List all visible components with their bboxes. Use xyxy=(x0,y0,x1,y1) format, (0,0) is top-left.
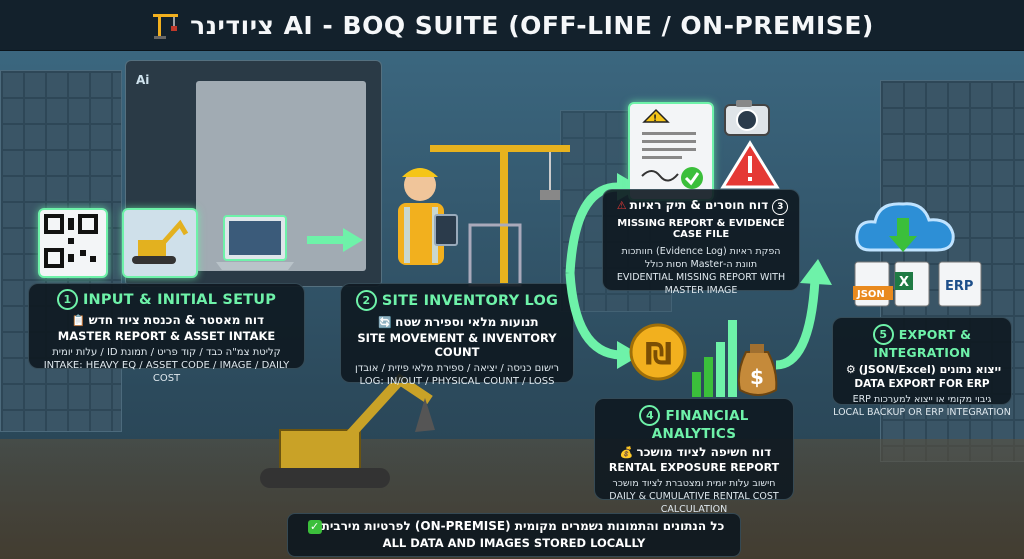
excel-label: X xyxy=(899,275,909,290)
arrow-step1-to-step2 xyxy=(307,228,363,252)
step5-sub-en: LOCAL BACKUP OR ERP INTEGRATION xyxy=(833,407,1011,418)
step3-number: 3 xyxy=(772,199,789,215)
step1-title-text: INPUT & INITIAL SETUP xyxy=(82,292,277,308)
step1-he: דוח מאסטר & הכנסת ציוד חדש📋 xyxy=(29,313,304,327)
warning-small-icon: ⚠ xyxy=(616,199,627,212)
svg-text:₪: ₪ xyxy=(645,337,672,372)
step4-sub-en: DAILY & CUMULATIVE RENTAL COST CALCULATI… xyxy=(609,491,779,515)
step5-he: ייצוא נתונים (JSON/Excel)⚙ xyxy=(833,363,1011,376)
step2-he: תנועות מלאי וספירת שטח🔄 xyxy=(341,315,573,329)
excel-file-icon: X xyxy=(894,261,930,307)
qr-code-icon xyxy=(38,208,108,278)
footer-he: כל הנתונים והתמונות נשמרים מקומית (ON-PR… xyxy=(288,519,740,534)
step1-he-text: דוח מאסטר & הכנסת ציוד חדש xyxy=(88,313,265,327)
footer-he-text: כל הנתונים והתמונות נשמרים מקומית (ON-PR… xyxy=(321,519,725,533)
step3-he-text: דוח חוסרים & תיק ראיות xyxy=(629,198,769,212)
clipboard-icon: 📋 xyxy=(71,314,86,327)
erp-label: ERP xyxy=(945,279,973,294)
money-bag-icon: $ xyxy=(737,344,778,396)
title-bar: ציודינר AI - BOQ SUITE (OFF-LINE / ON-PR… xyxy=(0,0,1024,51)
excavator-photo-icon xyxy=(122,208,198,278)
step2-he-text: תנועות מלאי וספירת שטח xyxy=(395,315,539,329)
export-icons: JSON X ERP xyxy=(853,202,982,307)
coin-icon: ₪ xyxy=(629,323,687,381)
step4-number: 4 xyxy=(639,405,661,426)
step5-number: 5 xyxy=(872,324,894,345)
monitor-label: Ai xyxy=(136,73,150,87)
cloud-download-icon xyxy=(855,202,955,252)
financial-icons: ₪ $ xyxy=(629,320,778,397)
step1-en: MASTER REPORT & ASSET INTAKE xyxy=(57,329,276,343)
step3-sub-en: EVIDENTIAL MISSING REPORT WITH MASTER IM… xyxy=(616,272,786,296)
step5-en: DATA EXPORT FOR ERP xyxy=(854,378,990,390)
step3-sub-he: הפקת ראיות (Evidence Log) חוותכות תוונת … xyxy=(621,246,781,270)
step4-sub-he: חישוב עלות יומית ומצטברת לציוד מושכר xyxy=(612,478,776,489)
step3-en: MISSING REPORT & EVIDENCE CASE FILE xyxy=(617,218,785,240)
step1-sub-he: קליטת צמ"ה כבד / קוד פריט / תמונת ID / ע… xyxy=(52,347,281,358)
svg-text:$: $ xyxy=(750,365,764,389)
step5-he-text: ייצוא נתונים (JSON/Excel) xyxy=(858,363,1002,376)
footer-en: ALL DATA AND IMAGES STORED LOCALLY xyxy=(382,536,646,550)
step5-title-text: EXPORT & INTEGRATION xyxy=(873,327,972,360)
json-file-icon: JSON xyxy=(853,261,893,307)
gear-icon: ⚙ xyxy=(845,363,856,376)
construction-crane-icon xyxy=(153,14,179,39)
erp-file-icon: ERP xyxy=(938,261,982,307)
money-small-icon: 💰 xyxy=(619,446,634,459)
worker-with-tablet-icon xyxy=(398,145,570,287)
step2-title-text: SITE INVENTORY LOG xyxy=(381,293,559,309)
refresh-icon: 🔄 xyxy=(378,316,393,329)
check-icon: ✓ xyxy=(307,520,322,534)
laptop-icon xyxy=(214,212,296,274)
json-label: JSON xyxy=(856,289,885,300)
warning-triangle-icon xyxy=(720,140,780,189)
step3-he: 3דוח חוסרים & תיק ראיות⚠ xyxy=(603,198,799,215)
document-warning-icon: ! xyxy=(628,102,714,201)
camera-icon xyxy=(724,100,770,136)
step4-he-text: דוח חשיפה לציוד מושכר xyxy=(636,445,772,459)
step4-en: RENTAL EXPOSURE REPORT xyxy=(608,461,780,474)
step2-number: 2 xyxy=(355,290,377,311)
page-title: ציודינר AI - BOQ SUITE (OFF-LINE / ON-PR… xyxy=(190,10,874,40)
step3-panel: 3דוח חוסרים & תיק ראיות⚠ MISSING REPORT … xyxy=(602,189,800,296)
step4-title-text: FINANCIAL ANALYTICS xyxy=(651,408,749,442)
bar-chart-icon xyxy=(692,320,737,397)
step2-sub-en: LOG: IN/OUT / PHYSICAL COUNT / LOSS xyxy=(359,376,555,387)
step2-sub-he: רישום כניסה / יציאה / ספירת מלאי פיזית /… xyxy=(355,363,559,374)
arrow-step4-to-step5 xyxy=(775,259,832,370)
svg-text:!: ! xyxy=(653,114,657,124)
step4-he: דוח חשיפה לציוד מושכר💰 xyxy=(595,445,793,459)
step1-sub-en: INTAKE: HEAVY EQ / ASSET CODE / IMAGE / … xyxy=(43,360,290,384)
footer-banner: כל הנתונים והתמונות נשמרים מקומית (ON-PR… xyxy=(287,513,741,557)
step1-number: 1 xyxy=(56,289,78,310)
step5-sub-he: גיבוי מקומי או ייצוא למערכות ERP xyxy=(852,394,992,405)
step2-en: SITE MOVEMENT & INVENTORY COUNT xyxy=(357,331,557,359)
